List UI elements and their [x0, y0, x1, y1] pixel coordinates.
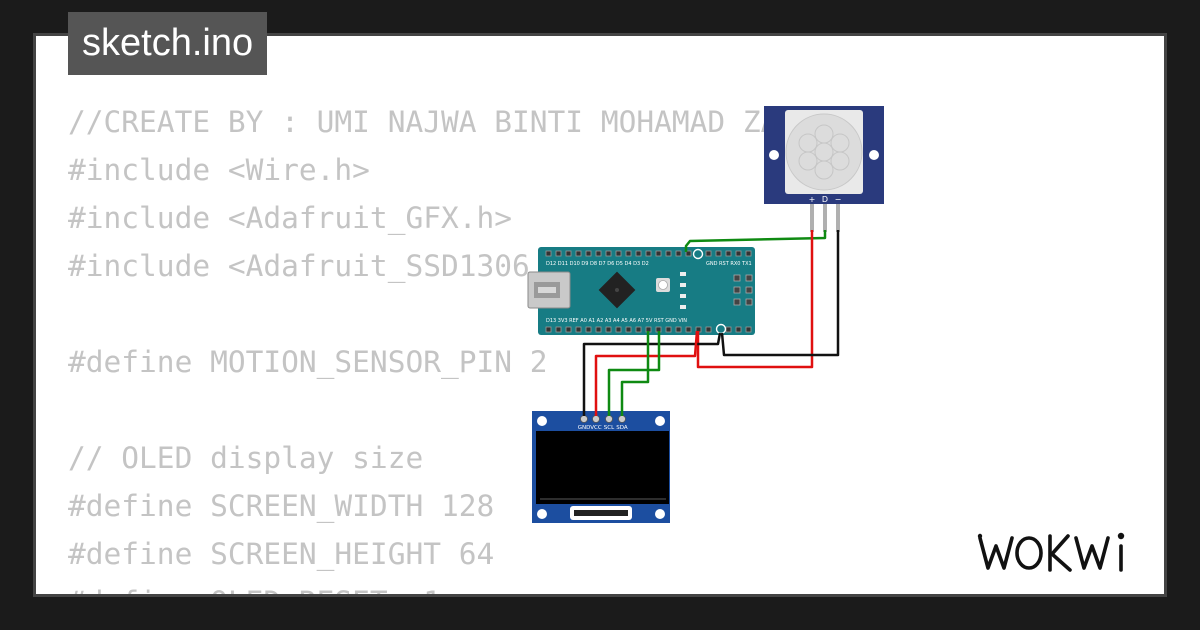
code-line: #include <Wire.h>: [68, 153, 370, 187]
oled-screen: [536, 431, 669, 504]
code-line: #include <Adafruit_SSD1306.h>: [68, 249, 584, 283]
file-tab[interactable]: sketch.ino: [68, 12, 268, 75]
wires[interactable]: [582, 230, 840, 416]
silkscreen-labels: D12 D11 D10 D9 D8 D7 D6 D5 D4 D3 D2 D13 …: [546, 261, 752, 324]
pir-pin-gnd-label: −: [835, 195, 842, 204]
nano-board: [538, 247, 755, 335]
reset-button[interactable]: [656, 278, 670, 292]
code-line: #define MOTION_SENSOR_PIN 2: [68, 345, 548, 379]
oled-mount-holes: [537, 416, 665, 519]
wire-red: [696, 230, 814, 369]
nano-bottom-header: [545, 326, 752, 333]
oled-ribbon-inner: [574, 510, 628, 516]
wire-green: [620, 331, 650, 416]
wire-green: [607, 331, 661, 416]
icsp-header: [733, 274, 753, 306]
pir-pin-labels: + D −: [809, 195, 842, 204]
wokwi-logo-icon: [977, 532, 1125, 572]
pin-d2[interactable]: [692, 248, 704, 260]
code-line: //CREATE BY : UMI NAJWA BINTI MOHAMAD ZA…: [68, 105, 814, 139]
oled-pin-gnd-label: GND: [578, 425, 591, 431]
oled-pin-scl-label: SCL: [604, 425, 615, 431]
pir-mount-hole: [869, 150, 879, 160]
code-line: // OLED display size: [68, 441, 424, 475]
code-line: #include <Adafruit_GFX.h>: [68, 201, 513, 235]
arduino-nano[interactable]: D12 D11 D10 D9 D8 D7 D6 D5 D4 D3 D2 D13 …: [527, 247, 755, 335]
pir-mount-hole: [769, 150, 779, 160]
wire-black: [582, 332, 722, 416]
pir-dome: [785, 113, 863, 191]
oled-pin-sda-label: SDA: [616, 425, 628, 431]
pir-pin-d-label: D: [822, 195, 828, 204]
oled-display[interactable]: GND VCC SCL SDA: [532, 411, 670, 523]
code-line: #define SCREEN_WIDTH 128: [68, 489, 495, 523]
nano-top-header: [545, 250, 752, 257]
code-editor[interactable]: //CREATE BY : UMI NAJWA BINTI MOHAMAD ZA…: [68, 98, 814, 594]
code-line: #define SCREEN_HEIGHT 64: [68, 537, 495, 571]
pir-pin-vcc-label: +: [809, 195, 816, 204]
oled-screen-edge: [540, 498, 666, 500]
pir-pins[interactable]: [810, 204, 840, 232]
wire-black: [720, 230, 840, 357]
code-line: #define OLED_RESET -1: [68, 578, 814, 594]
oled-pin-labels: GND VCC SCL SDA: [578, 425, 628, 431]
pir-motion-sensor[interactable]: + D −: [764, 106, 884, 232]
mcu-chip: [598, 271, 636, 309]
svg-text:D12 D11 D10 D9 D8 D7 D6 D5 D4: D12 D11 D10 D9 D8 D7 D6 D5 D4 D3 D2: [546, 261, 649, 267]
wire-green: [684, 230, 827, 252]
status-leds: [680, 272, 686, 309]
pir-dome-facets: [798, 124, 850, 180]
usb-connector: [527, 271, 571, 309]
oled-pin-vcc-label: VCC: [590, 425, 602, 431]
svg-text:GND RST RX0 TX1: GND RST RX0 TX1: [706, 261, 752, 267]
wire-red: [594, 330, 699, 416]
svg-text:D13 3V3 REF A0 A1 A2 A3 A4 A5: D13 3V3 REF A0 A1 A2 A3 A4 A5 A6 A7 5V R…: [546, 318, 687, 324]
